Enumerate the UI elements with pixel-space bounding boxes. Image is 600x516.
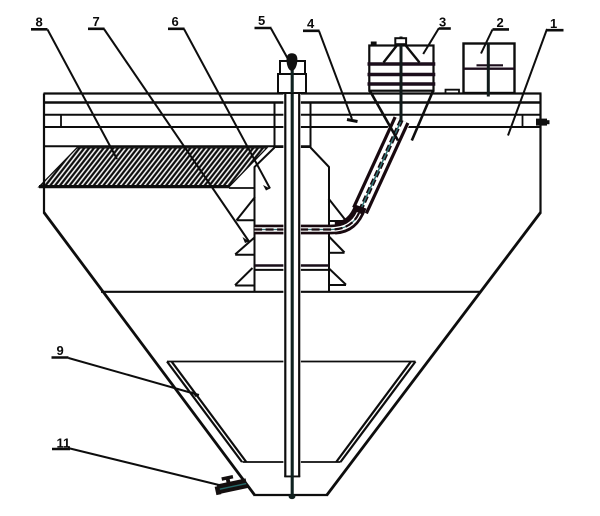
svg-text:3: 3 [439,15,446,30]
svg-text:8: 8 [36,15,43,30]
svg-text:4: 4 [307,16,315,31]
svg-text:2: 2 [497,15,504,30]
svg-text:9: 9 [57,343,64,358]
svg-text:6: 6 [172,14,179,29]
svg-text:1: 1 [550,16,557,31]
svg-text:7: 7 [93,14,100,29]
svg-text:5: 5 [258,13,265,28]
svg-text:11: 11 [57,436,71,451]
